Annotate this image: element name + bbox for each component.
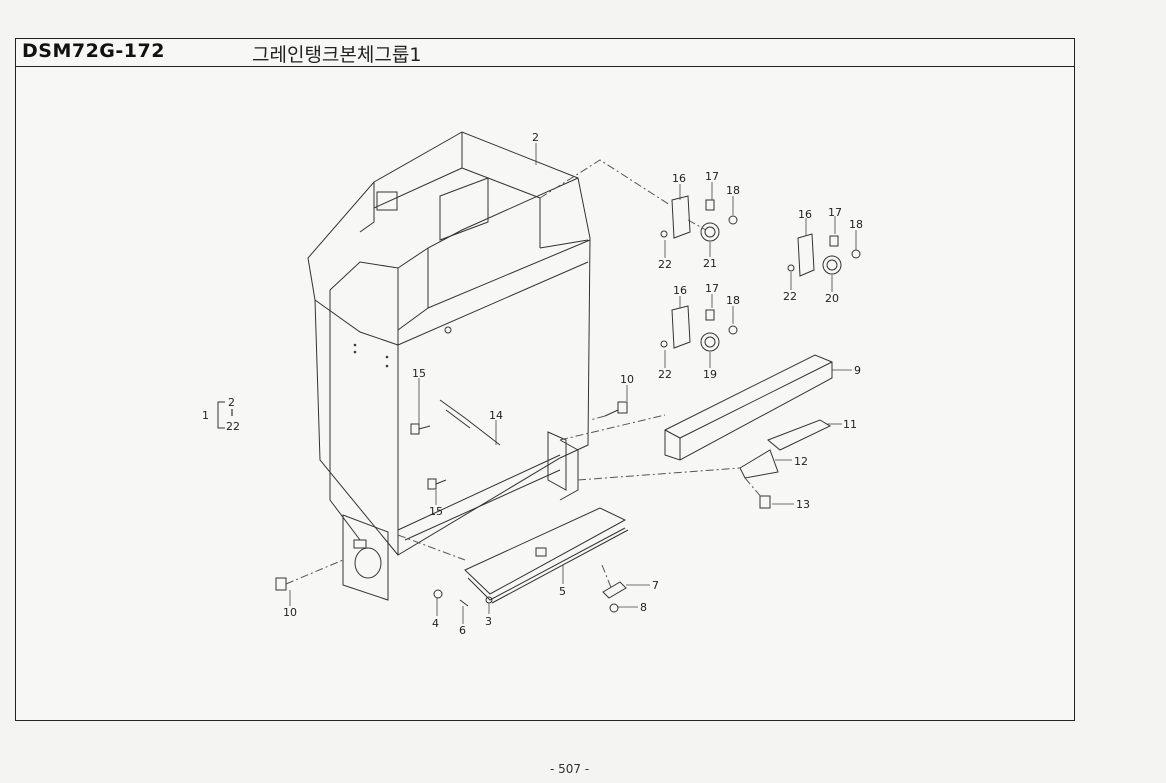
clip-3: [485, 596, 493, 604]
bolt-10-lower: [275, 577, 287, 591]
plate-12: [739, 449, 779, 479]
part-label-5: 5: [559, 585, 566, 598]
sensor-assembly-20: [787, 233, 861, 277]
part-label-17: 17: [828, 206, 842, 219]
trough-5: [464, 507, 629, 604]
assembly-parent: 1: [202, 409, 209, 422]
part-label-18: 18: [726, 184, 740, 197]
part-label-16: 16: [672, 172, 686, 185]
bolt-13: [759, 495, 771, 509]
page-number: - 507 -: [550, 762, 590, 776]
assembly-child-22: 22: [226, 420, 240, 433]
sensor-assembly-21: [660, 195, 738, 242]
part-label-13: 13: [796, 498, 810, 511]
part-label-20: 20: [825, 292, 839, 305]
assembly-child-2: 2: [228, 396, 235, 409]
page-frame: DSM72G-172 그레인탱크본체그룹1: [15, 38, 1075, 721]
part-label-18: 18: [849, 218, 863, 231]
part-label-2: 2: [532, 131, 539, 144]
bolt-15-lower: [427, 478, 447, 490]
part-label-10: 10: [283, 606, 297, 619]
grain-tank-body: [307, 131, 591, 601]
model-code: DSM72G-172: [22, 40, 165, 62]
group-title: 그레인탱크본체그룹1: [252, 44, 422, 66]
part-label-16: 16: [673, 284, 687, 297]
bolt-10-upper: [604, 401, 628, 417]
cover-11: [767, 419, 832, 451]
part-label-16: 16: [798, 208, 812, 221]
part-labels: 2 16 17 18 22 21 16 17 18 22 20 16 17 18…: [202, 131, 863, 637]
nut-8: [609, 603, 619, 613]
part-label-18: 18: [726, 294, 740, 307]
pin-6: [459, 599, 469, 607]
nut-4: [433, 589, 443, 599]
part-label-12: 12: [794, 455, 808, 468]
part-label-9: 9: [854, 364, 861, 377]
bolt-15-upper: [410, 423, 431, 435]
part-label-8: 8: [640, 601, 647, 614]
part-label-6: 6: [459, 624, 466, 637]
part-label-15: 15: [429, 505, 443, 518]
part-label-4: 4: [432, 617, 439, 630]
part-label-22: 22: [783, 290, 797, 303]
clamp-7: [602, 581, 627, 599]
part-label-15: 15: [412, 367, 426, 380]
part-label-10: 10: [620, 373, 634, 386]
channel-9: [664, 354, 833, 461]
part-label-17: 17: [705, 282, 719, 295]
part-label-22: 22: [658, 368, 672, 381]
part-label-11: 11: [843, 418, 857, 431]
part-label-3: 3: [485, 615, 492, 628]
part-label-19: 19: [703, 368, 717, 381]
part-label-17: 17: [705, 170, 719, 183]
part-label-22: 22: [658, 258, 672, 271]
part-label-14: 14: [489, 409, 503, 422]
sensor-assembly-19: [660, 305, 738, 352]
part-label-21: 21: [703, 257, 717, 270]
part-label-7: 7: [652, 579, 659, 592]
page-header: DSM72G-172 그레인탱크본체그룹1: [16, 39, 1074, 67]
